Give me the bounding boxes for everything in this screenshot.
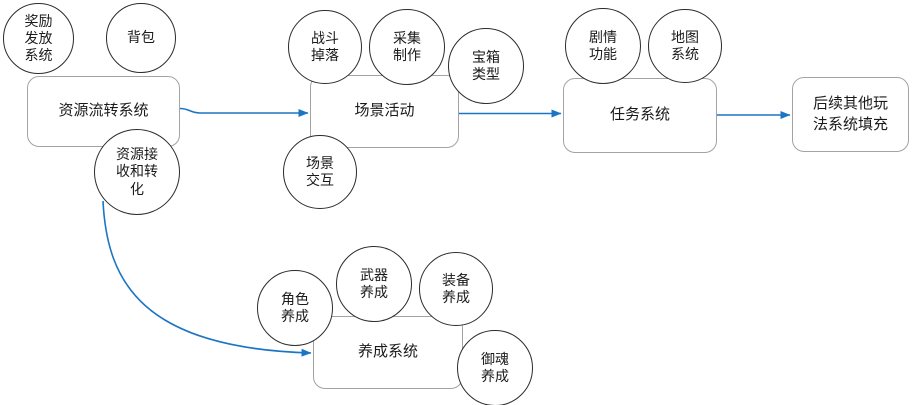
- node-label: 宝箱 类型: [472, 48, 500, 82]
- node-label: 剧情 功能: [589, 28, 617, 62]
- node-label: 后续其他玩 法系统填充: [812, 95, 888, 133]
- node-label: 战斗 掉落: [311, 29, 339, 63]
- node-scene-interaction: 场景 交互: [283, 135, 357, 209]
- node-label: 地图 系统: [671, 28, 699, 62]
- node-weapon-growth: 武器 养成: [336, 246, 412, 322]
- node-label: 采集 制作: [393, 29, 421, 63]
- node-label: 御魂 养成: [481, 350, 509, 384]
- node-backpack: 背包: [106, 3, 176, 73]
- arrow-resource-flow-to-scene-activity: [179, 107, 309, 117]
- node-soul-growth: 御魂 养成: [457, 330, 533, 405]
- node-label: 资源接 收和转 化: [116, 146, 158, 197]
- node-label: 场景 交互: [306, 154, 334, 188]
- node-label: 装备 养成: [442, 271, 470, 305]
- node-map-system: 地图 系统: [648, 9, 722, 83]
- node-label: 场景活动: [354, 102, 415, 120]
- node-reward-distribution-system: 奖励 发放 系统: [3, 3, 74, 74]
- node-label: 养成系统: [357, 343, 418, 361]
- node-chest-type: 宝箱 类型: [448, 28, 524, 104]
- node-label: 任务系统: [609, 106, 670, 124]
- node-gather-craft: 采集 制作: [369, 9, 445, 85]
- node-label: 角色 养成: [281, 290, 309, 324]
- node-followup-systems: 后续其他玩 法系统填充: [792, 77, 909, 152]
- node-label: 奖励 发放 系统: [24, 12, 53, 64]
- node-character-growth: 角色 养成: [257, 270, 333, 346]
- node-task-system: 任务系统: [563, 78, 717, 153]
- node-label: 武器 养成: [360, 266, 388, 300]
- node-growth-system: 养成系统: [313, 316, 463, 389]
- node-battle-drop: 战斗 掉落: [288, 10, 362, 84]
- node-label: 资源流转系统: [58, 102, 149, 120]
- node-label: 背包: [127, 29, 155, 46]
- node-resource-flow-system: 资源流转系统: [27, 76, 180, 147]
- node-resource-receive-convert: 资源接 收和转 化: [94, 129, 180, 215]
- node-plot-function: 剧情 功能: [565, 8, 641, 84]
- node-scene-activity: 场景活动: [310, 75, 459, 148]
- node-equipment-growth: 装备 养成: [419, 252, 493, 326]
